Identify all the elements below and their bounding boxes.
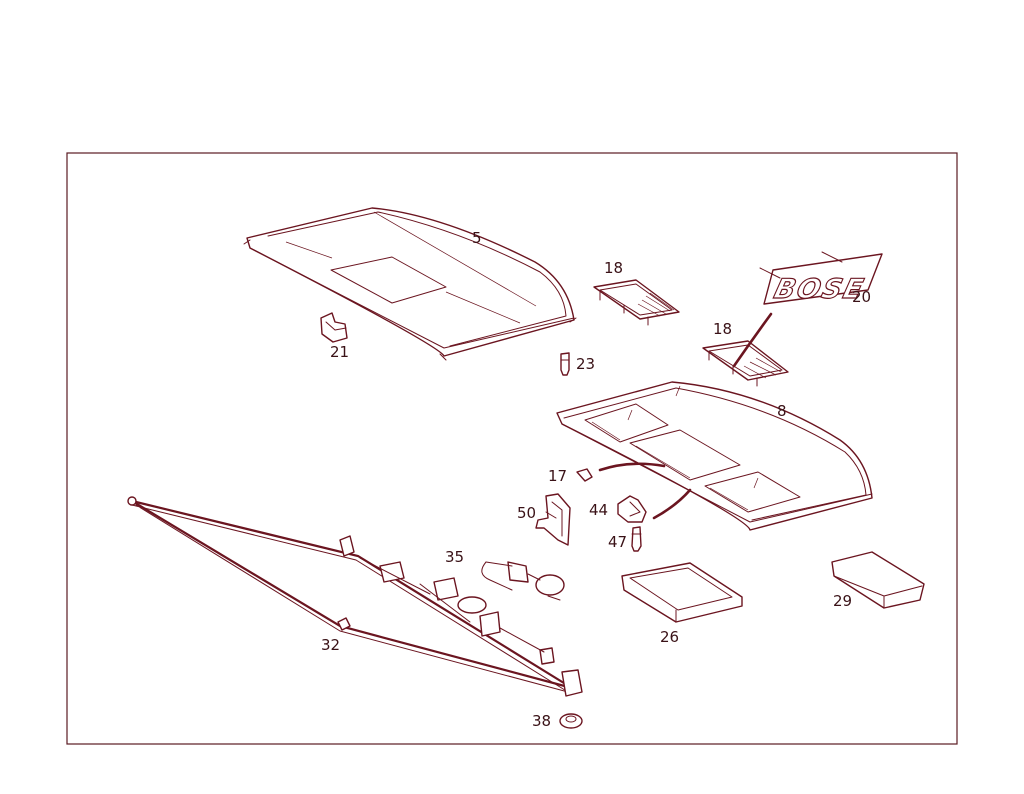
part-5-rear-shelf-panel [243,207,577,361]
part-29-cover [831,551,925,609]
callout-35: 35 [445,548,464,566]
callout-32: 32 [321,636,340,654]
part-38-grommet [559,713,583,729]
callout-38: 38 [532,712,551,730]
callout-23: 23 [576,355,595,373]
part-47-pin [631,526,642,552]
bose-logo-text: BOSE [771,274,868,305]
part-8-speaker-shelf [556,381,873,531]
part-23-pin [560,352,570,376]
callout-47: 47 [608,533,627,551]
part-50-holder [535,493,571,546]
callout-29: 29 [833,592,852,610]
callout-44: 44 [589,501,608,519]
callout-17: 17 [548,467,567,485]
diagram-frame [66,152,958,745]
part-32-blind-mechanism [127,496,583,697]
callout-21: 21 [330,343,349,361]
callout-8: 8 [777,402,787,420]
part-26-tray [621,562,743,623]
callout-50: 50 [517,504,536,522]
part-35-cable [481,561,565,601]
part-44-switch [617,495,647,523]
callout-20: 20 [852,288,871,306]
part-17-clip [576,468,593,482]
leader-lines [598,312,773,520]
callout-5: 5 [472,229,482,247]
part-20-bose-emblem: BOSE [759,251,883,305]
callout-18-lower: 18 [713,320,732,338]
part-18-speaker-grille-lower [702,340,789,387]
part-18-speaker-grille-upper [593,279,680,326]
callout-18-upper: 18 [604,259,623,277]
callout-labels: 5 18 20 21 18 23 8 17 50 44 47 35 29 26 … [321,229,871,730]
part-21-bracket [320,312,348,343]
callout-26: 26 [660,628,679,646]
